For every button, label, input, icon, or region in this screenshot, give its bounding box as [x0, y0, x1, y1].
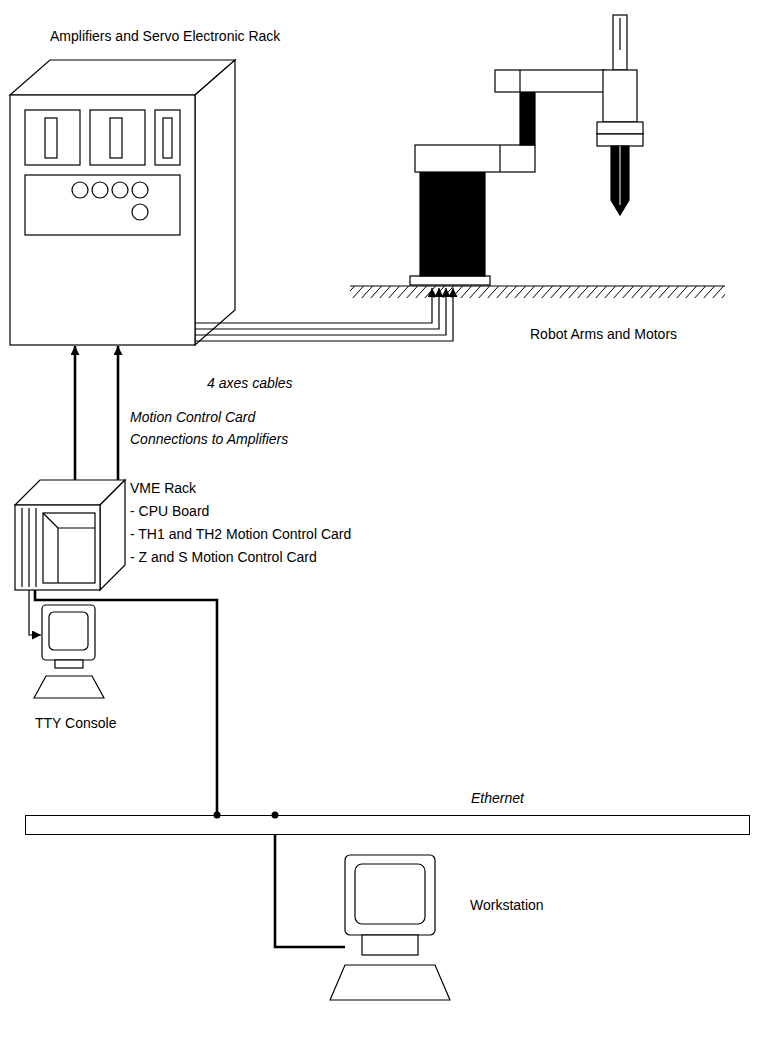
amplifier-rack: Amplifiers and Servo Electronic Rack	[10, 95, 195, 345]
tty-terminal	[34, 605, 104, 698]
node-detail: - Z and S Motion Control Card	[130, 549, 317, 566]
vme-rack-box: VME Rack- CPU Board- TH1 and TH2 Motion …	[15, 480, 125, 590]
node-detail: - CPU Board	[130, 503, 209, 520]
connector	[195, 288, 453, 341]
node-label: TTY Console	[35, 715, 116, 732]
robot-figure	[350, 15, 725, 298]
robot-arm: Robot Arms and Motors	[405, 15, 645, 286]
connector	[74, 346, 77, 480]
connector-label: 4 axes cables	[205, 372, 295, 394]
connector	[195, 288, 446, 335]
connector	[195, 288, 439, 329]
node-label: Amplifiers and Servo Electronic Rack	[50, 28, 280, 45]
connector-label: Motion Control Card Connections to Ampli…	[128, 406, 312, 450]
node-label: Ethernet	[471, 790, 524, 807]
workstation-computer	[330, 855, 450, 1000]
node-label: VME Rack	[130, 480, 196, 497]
connector	[117, 346, 120, 480]
node-label: Robot Arms and Motors	[530, 326, 677, 343]
node-detail: - TH1 and TH2 Motion Control Card	[130, 526, 351, 543]
connector	[35, 590, 217, 815]
rack-cabinet	[10, 60, 235, 345]
workstation: Workstation	[345, 855, 435, 955]
ethernet-bus: Ethernet	[25, 815, 750, 835]
tty-console: TTY Console	[42, 605, 95, 670]
connector	[275, 835, 345, 947]
connector	[195, 288, 432, 323]
vme-rack	[15, 480, 125, 590]
node-label: Workstation	[470, 897, 544, 914]
